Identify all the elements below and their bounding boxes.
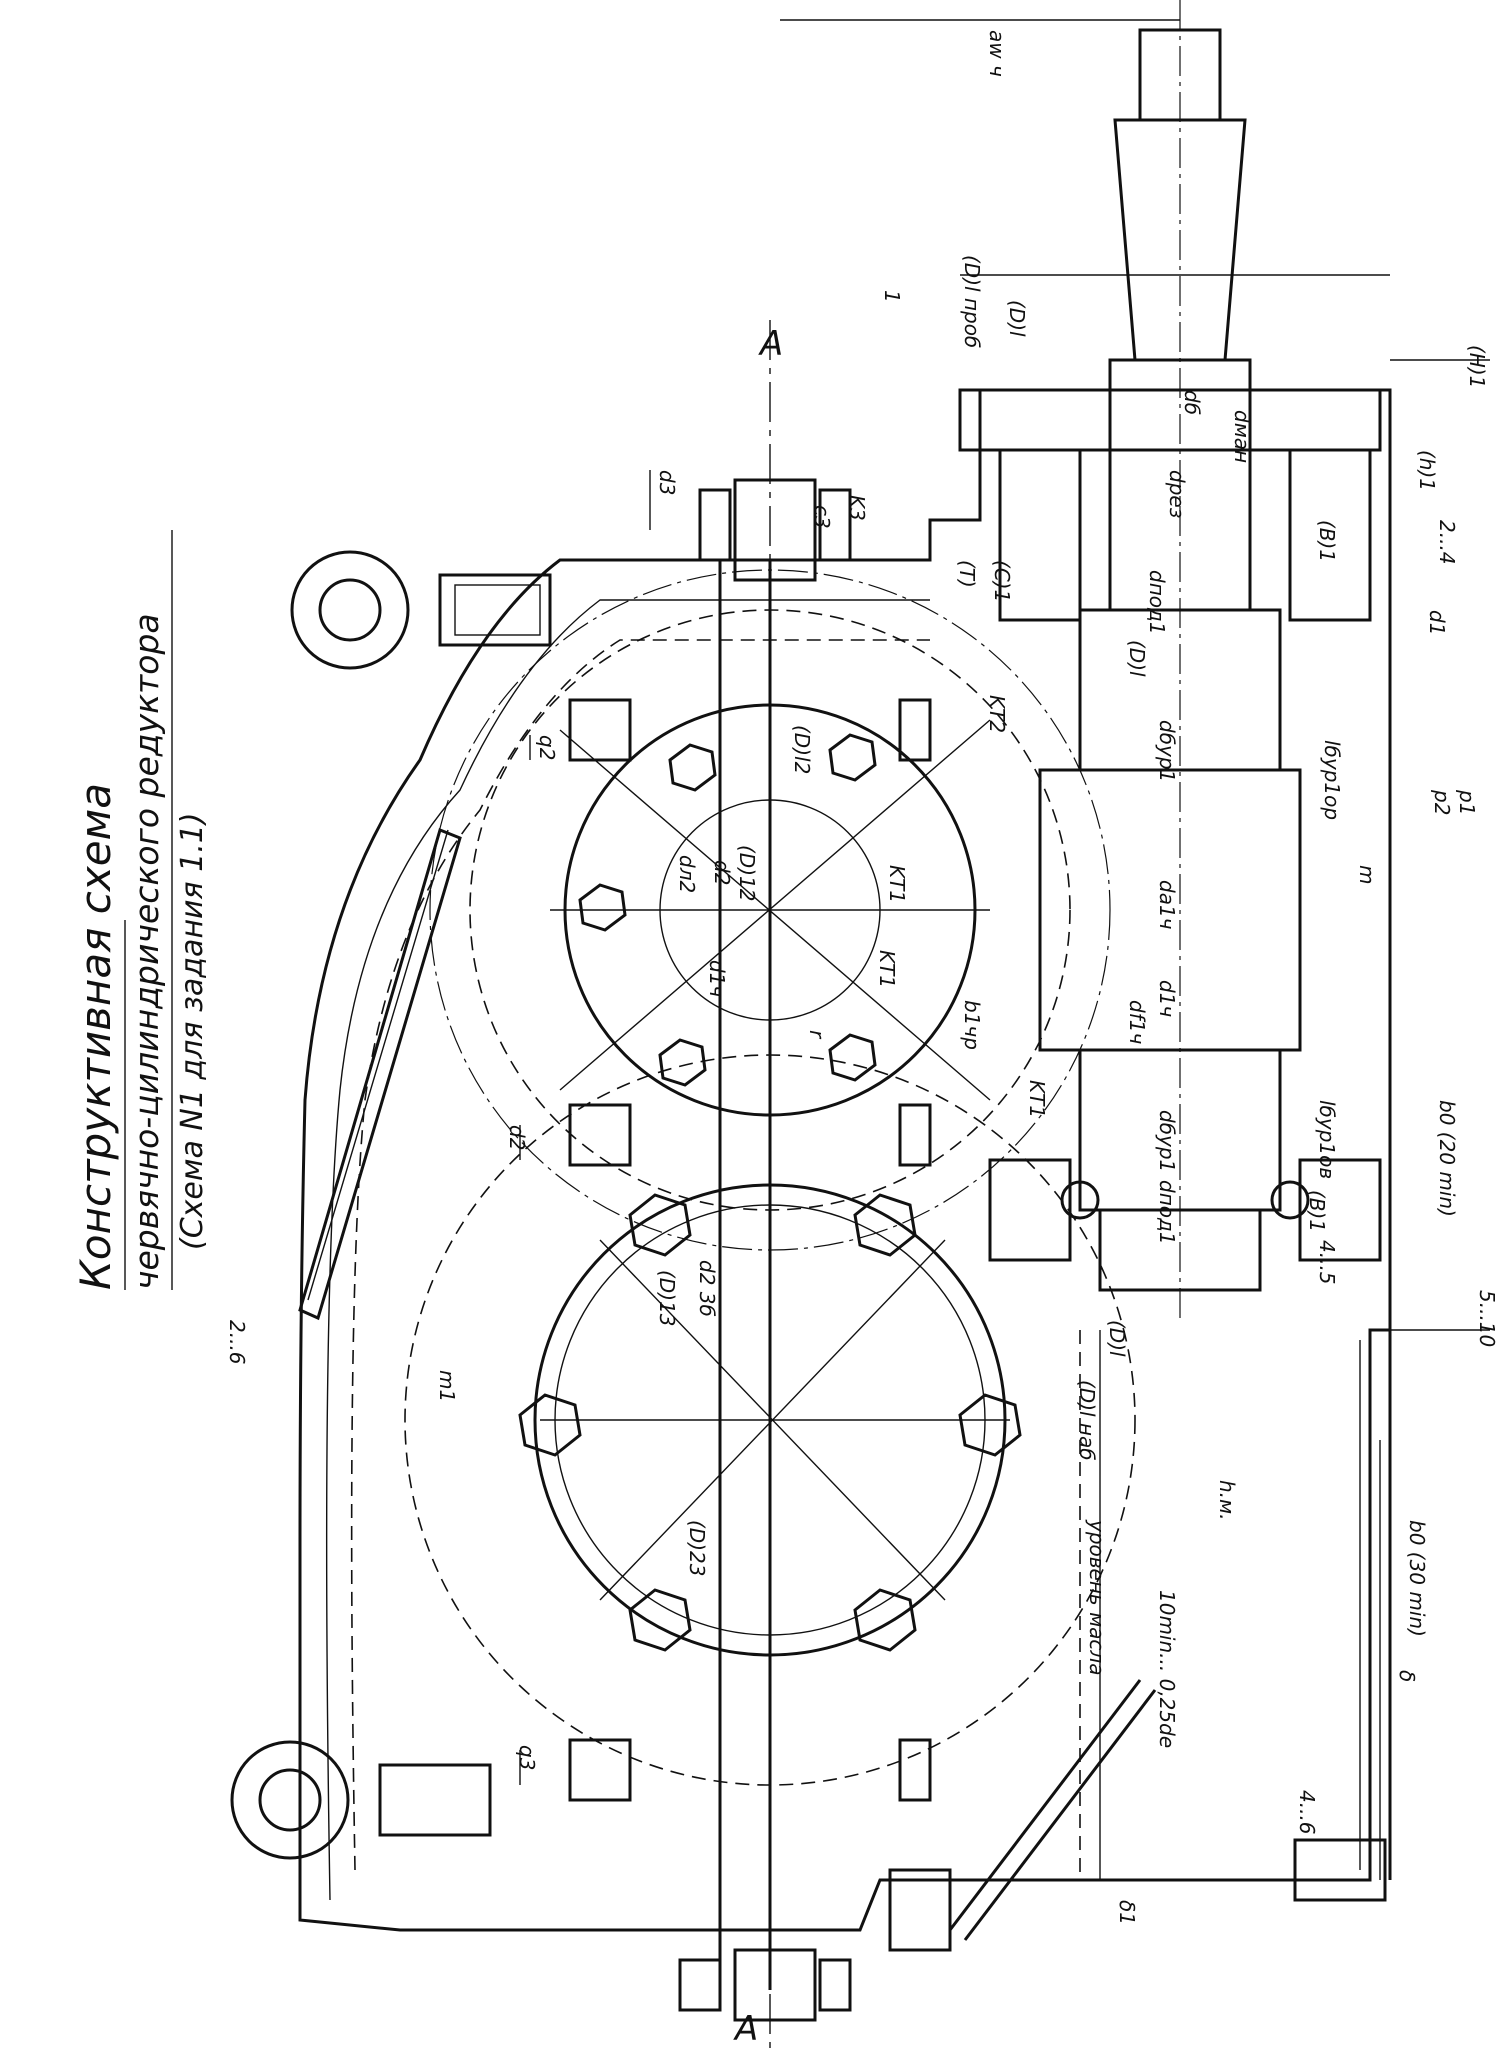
label-Dl-bot: (D)l bbox=[1105, 1320, 1129, 1357]
label-q2: q2 bbox=[535, 735, 559, 760]
label-r: r bbox=[805, 1030, 829, 1040]
housing bbox=[298, 388, 1392, 1990]
label-aw: aw ч bbox=[985, 30, 1009, 77]
dimension-lines bbox=[519, 19, 1490, 2048]
worm-shaft bbox=[888, 0, 1387, 1952]
label-B-bot: (B)1 bbox=[1305, 1190, 1329, 1232]
label-KT1b: KT1 bbox=[875, 950, 899, 988]
oil-dipstick bbox=[948, 1330, 1157, 1941]
lifting-eye-bottom bbox=[230, 1740, 492, 1860]
label-KT2: KT2 bbox=[985, 695, 1009, 733]
label-Dl-inner: (D)l bbox=[1125, 640, 1149, 677]
label-d-lprob: (D)l проб bbox=[960, 255, 984, 348]
label-D13: (D)13 bbox=[655, 1270, 679, 1326]
label-hm: h.м. bbox=[1215, 1480, 1239, 1520]
label-delta: δ bbox=[1395, 1670, 1419, 1682]
lifting-eye-top bbox=[290, 550, 552, 670]
label-Da2: d2 bbox=[710, 860, 734, 885]
label-4-5: 4...5 bbox=[1315, 1240, 1339, 1285]
label-C1: (C)1 bbox=[990, 560, 1014, 602]
bolt-hex bbox=[578, 733, 877, 1087]
label-KT1c: KT1 bbox=[1025, 1080, 1049, 1118]
label-H1: (H)1 bbox=[1465, 345, 1489, 388]
label-b0-30: b0 (30 min) bbox=[1405, 1520, 1429, 1637]
label-m1: m1 bbox=[435, 1370, 459, 1402]
label-db: dб bbox=[1180, 390, 1204, 415]
label-da1: d1ч bbox=[705, 960, 729, 997]
parting-bolts bbox=[568, 478, 932, 2022]
section-mark-top: А bbox=[758, 324, 783, 364]
label-b0-20: b0 (20 min) bbox=[1435, 1100, 1459, 1217]
label-dpod1: dпод1 bbox=[1145, 570, 1169, 635]
label-dpod1-bot: dпод1 bbox=[1155, 1180, 1179, 1245]
label-lbur1-top: lбур1ор bbox=[1320, 740, 1344, 820]
label-drez: dрез bbox=[1165, 470, 1189, 518]
label-D12: (D)12 bbox=[735, 845, 759, 901]
label-m: m bbox=[1355, 865, 1379, 884]
label-d2: d2 bbox=[505, 1125, 529, 1150]
label-delta1: δ1 bbox=[1115, 1900, 1139, 1925]
label-1: 1 bbox=[880, 290, 904, 303]
label-B1ch: b1чр bbox=[960, 1000, 984, 1050]
label-d2w: d2 3б bbox=[695, 1260, 719, 1317]
label-KT1a: KT1 bbox=[885, 865, 909, 903]
label-2-6: 2...6 bbox=[225, 1320, 249, 1365]
label-h1: (h)1 bbox=[1415, 450, 1439, 491]
label-dbur1-bot: dбур1 bbox=[1155, 1110, 1179, 1172]
label-T: (T) bbox=[955, 560, 979, 588]
label-df1ch: df1ч bbox=[1125, 1000, 1149, 1044]
label-dbur1-top: dбур1 bbox=[1155, 720, 1179, 782]
label-B1: (B)1 bbox=[1315, 520, 1339, 562]
title-line-1: Конструктивная схема bbox=[71, 783, 120, 1290]
section-mark-bottom: А bbox=[733, 2009, 758, 2048]
label-d1: d1 bbox=[1425, 610, 1449, 635]
label-Dl2: (D)l2 bbox=[790, 725, 814, 774]
label-c3: c3 bbox=[810, 505, 834, 529]
labels: aw ч (D)l проб (D)l (H)1 (h)1 (B)1 (T) (… bbox=[225, 30, 1499, 1925]
label-4-6: 4...6 bbox=[1295, 1790, 1319, 1835]
label-dl1: (D)l bbox=[1005, 300, 1029, 337]
label-dman: dман bbox=[1230, 410, 1254, 463]
label-q3: q3 bbox=[515, 1745, 539, 1770]
label-da1ch: da1ч bbox=[1155, 880, 1179, 930]
label-lbur1-bot: lбур1ов bbox=[1315, 1100, 1339, 1179]
label-oil-range: 10min... 0,25de bbox=[1155, 1590, 1179, 1748]
label-p1: p1 bbox=[1455, 789, 1479, 815]
label-oil-level: уровень масла bbox=[1085, 1519, 1109, 1675]
title-line-3: (Схема N1 для задания 1.1) bbox=[175, 812, 210, 1250]
label-2-4: 2...4 bbox=[1435, 520, 1459, 565]
drawing-title: Конструктивная схема червячно-цилиндриче… bbox=[71, 613, 210, 1290]
label-k3: K3 bbox=[845, 495, 869, 521]
label-5-10: 5...10 bbox=[1475, 1290, 1499, 1347]
label-p2: p2 bbox=[1430, 789, 1454, 815]
label-Dn2: dл2 bbox=[675, 855, 699, 893]
label-d3: d3 bbox=[655, 470, 679, 495]
label-D23: (D)23 bbox=[685, 1520, 709, 1576]
label-d1ch: d1ч bbox=[1155, 980, 1179, 1017]
label-Dl-nab: (D)l наб bbox=[1075, 1380, 1099, 1461]
title-line-2: червячно-цилиндрического редуктора bbox=[127, 613, 166, 1290]
